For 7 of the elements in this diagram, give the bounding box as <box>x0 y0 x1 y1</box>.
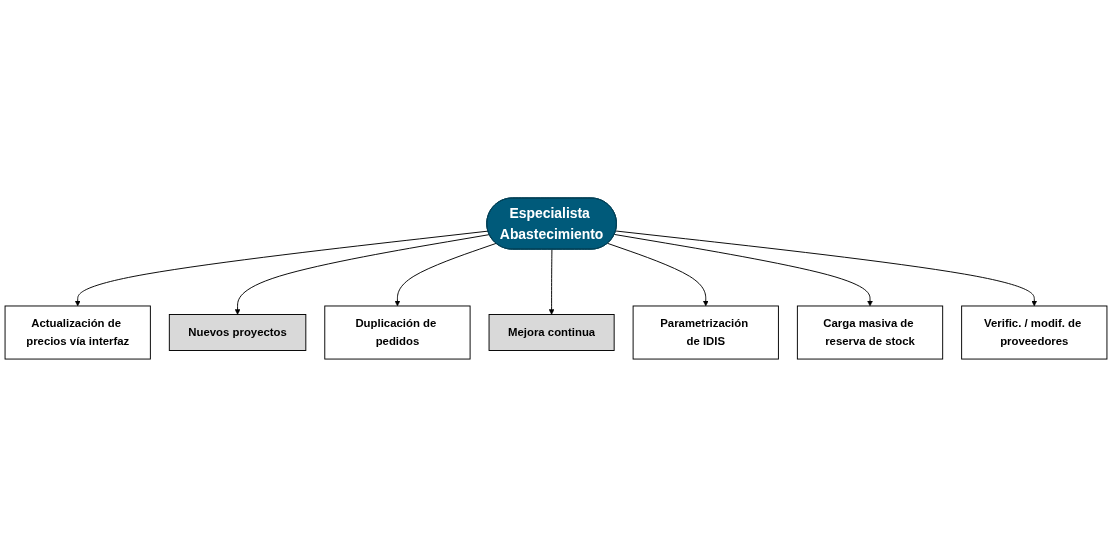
node-box: Actualización de precios vía interfaz <box>4 305 151 360</box>
node-box: Carga masiva de reserva de stock <box>796 305 944 360</box>
node-box: Mejora continua <box>488 313 615 351</box>
node-box: Parametrización de IDIS <box>632 305 779 360</box>
node-box: Duplicación de pedidos <box>324 305 471 360</box>
node-box: Nuevos proyectos <box>168 313 307 351</box>
node-box: Verific. / modif. de proveedores <box>961 305 1108 360</box>
